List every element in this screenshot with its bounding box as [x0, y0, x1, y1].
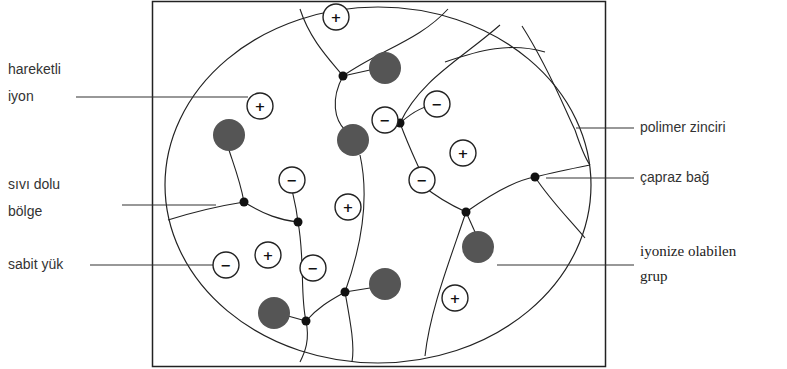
ion-charge: − — [423, 90, 451, 118]
callout-text: polimer zinciri — [640, 119, 726, 135]
callout-label: sıvı dolu bölge — [8, 171, 80, 225]
ion-symbol: + — [254, 241, 282, 269]
ionizable-groups — [213, 52, 494, 329]
callout-text: sabit yük — [8, 256, 63, 272]
callout-text: iyonize olabilen grup — [640, 243, 736, 284]
ion-charge: − — [408, 166, 436, 194]
ion-charge: − — [299, 254, 327, 282]
gel-outline — [165, 7, 591, 363]
ion-charge: − — [371, 106, 399, 134]
ion-symbol: + — [246, 92, 274, 120]
ion-symbol: − — [278, 166, 306, 194]
cross-links — [240, 72, 540, 326]
ion-charge: + — [322, 3, 350, 31]
ion-symbol: − — [212, 251, 240, 279]
ion-charge: + — [441, 284, 469, 312]
polymer-chains — [168, 9, 590, 362]
ion-symbol: + — [441, 284, 469, 312]
ion-charge: + — [449, 139, 477, 167]
ion-charge: + — [254, 241, 282, 269]
ion-symbol: + — [322, 3, 350, 31]
ion-charge: + — [334, 193, 362, 221]
ion-charge: + — [246, 92, 274, 120]
callout-text: çapraz bağ — [640, 169, 709, 185]
ion-symbol: − — [371, 106, 399, 134]
ion-symbol: − — [423, 90, 451, 118]
ion-symbol: − — [408, 166, 436, 194]
ion-symbol: + — [449, 139, 477, 167]
callout-text: hareketli iyon — [8, 61, 61, 104]
frame — [153, 2, 606, 367]
ion-symbol: − — [299, 254, 327, 282]
callout-label: polimer zinciri — [640, 114, 780, 141]
callout-label: iyonize olabilen grup — [640, 239, 752, 289]
callout-label: çapraz bağ — [640, 164, 780, 191]
callout-label: hareketli iyon — [8, 56, 74, 110]
ion-charge: − — [278, 166, 306, 194]
ion-charge: − — [212, 251, 240, 279]
callout-label: sabit yük — [8, 251, 98, 278]
callout-text: sıvı dolu bölge — [8, 176, 60, 219]
leader-lines — [76, 97, 634, 265]
ion-symbol: + — [334, 193, 362, 221]
